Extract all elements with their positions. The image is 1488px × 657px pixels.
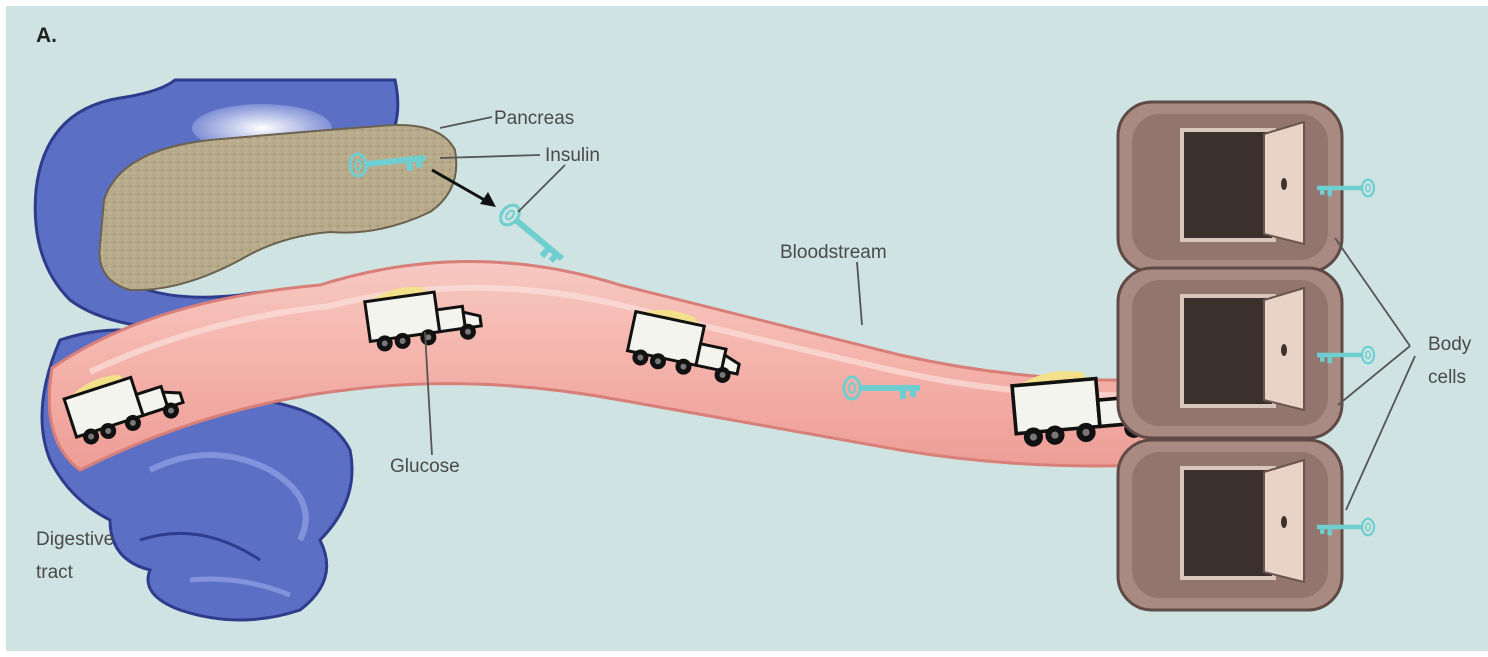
body-cell — [1118, 440, 1342, 610]
label-bloodstream: Bloodstream — [780, 242, 887, 263]
label-body-line1: Body — [1428, 334, 1472, 355]
body-cell — [1118, 268, 1342, 438]
label-body-line2: cells — [1428, 367, 1466, 388]
body-cell — [1118, 102, 1342, 272]
label-glucose: Glucose — [390, 456, 460, 477]
label-insulin: Insulin — [545, 145, 600, 166]
panel-letter: A. — [36, 24, 57, 47]
label-pancreas: Pancreas — [494, 108, 574, 129]
label-digestive-line1: Digestive — [36, 529, 114, 550]
label-digestive-line2: tract — [36, 562, 74, 583]
insulin-key-icon — [497, 201, 569, 267]
